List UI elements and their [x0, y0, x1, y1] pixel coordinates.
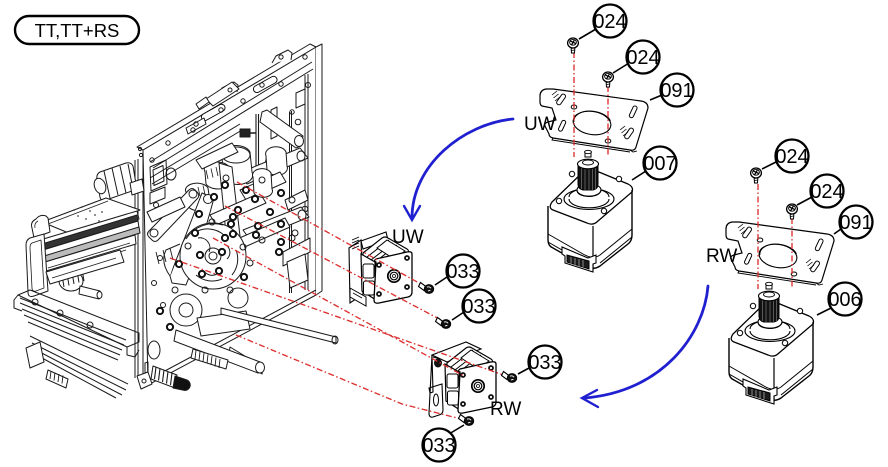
- svg-text:RW: RW: [490, 399, 521, 420]
- svg-text:UW: UW: [524, 114, 556, 135]
- svg-text:006: 006: [828, 289, 861, 311]
- svg-text:TT,TT+RS: TT,TT+RS: [35, 20, 120, 41]
- svg-text:024: 024: [775, 146, 808, 168]
- svg-text:033: 033: [422, 435, 455, 457]
- svg-text:UW: UW: [392, 227, 424, 248]
- svg-text:091: 091: [839, 212, 872, 234]
- svg-text:024: 024: [593, 11, 626, 33]
- svg-text:024: 024: [626, 47, 659, 69]
- svg-text:RW: RW: [706, 246, 737, 267]
- svg-text:033: 033: [528, 352, 561, 374]
- svg-text:091: 091: [660, 80, 693, 102]
- svg-text:007: 007: [643, 153, 676, 175]
- svg-text:033: 033: [446, 261, 479, 283]
- svg-text:033: 033: [462, 296, 495, 318]
- svg-text:024: 024: [810, 181, 843, 203]
